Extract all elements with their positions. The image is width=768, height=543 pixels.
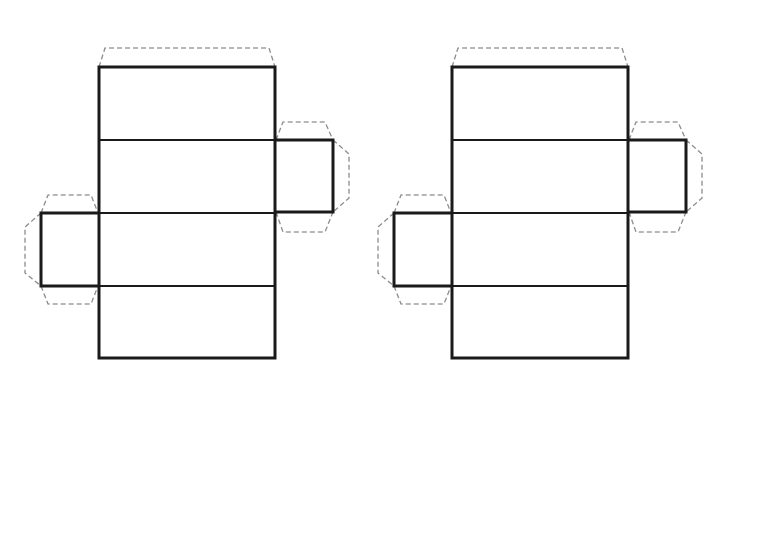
- glue-tab-right-bottom: [275, 211, 334, 233]
- glue-tab-left-side: [24, 212, 42, 287]
- glue-tab-left-bottom: [393, 285, 452, 305]
- box-net-left: [24, 47, 350, 360]
- side-flap-left: [39, 211, 99, 288]
- glue-tab-right-side: [685, 139, 703, 213]
- glue-tab-right-top: [275, 121, 334, 141]
- side-flap-right: [275, 138, 335, 214]
- glue-tab-left-bottom: [40, 285, 99, 305]
- glue-tab-left-top: [393, 194, 452, 214]
- glue-tab-right-side: [332, 139, 350, 213]
- glue-tab-right-top: [628, 121, 687, 141]
- glue-tab-right-bottom: [628, 211, 687, 233]
- side-flap-right: [628, 138, 688, 214]
- glue-tab-top: [98, 47, 276, 68]
- glue-tab-left-top: [40, 194, 99, 214]
- glue-tab-left-side: [377, 212, 395, 287]
- glue-tab-top: [451, 47, 629, 68]
- side-flap-left: [392, 211, 452, 288]
- box-net-right: [377, 47, 703, 360]
